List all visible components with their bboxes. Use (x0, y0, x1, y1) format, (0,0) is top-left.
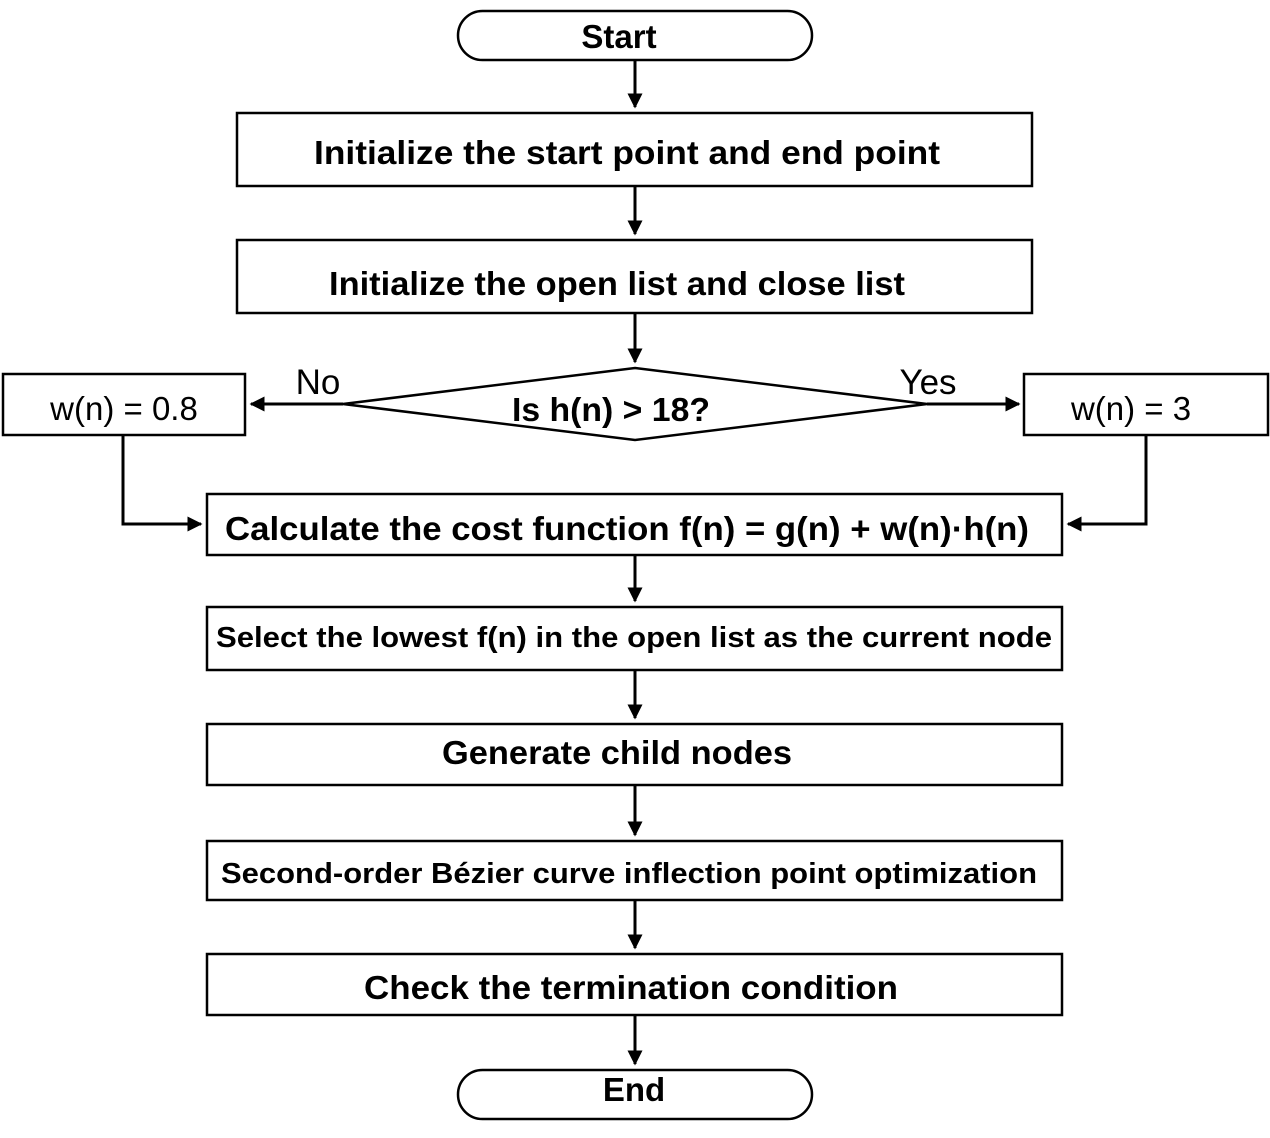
end-label: End (603, 1071, 665, 1108)
end-terminal-shape (456, 1068, 814, 1121)
weight-no-box (1, 372, 247, 437)
connectors (121, 60, 1148, 1066)
node-weight-no: w(n) = 0.8 (1, 372, 247, 437)
init-points-box (235, 111, 1034, 188)
generate-box (205, 722, 1064, 787)
node-decision: Is h(n) > 18? No Yes (296, 363, 957, 442)
bezier-label: Second-order Bézier curve inflection poi… (221, 858, 1037, 890)
check-label: Check the termination condition (364, 969, 898, 1006)
cost-label: Calculate the cost function f(n) = g(n) … (225, 510, 1029, 547)
select-box (205, 605, 1064, 672)
node-weight-yes: w(n) = 3 (1022, 372, 1270, 437)
node-select: Select the lowest f(n) in the open list … (205, 605, 1064, 672)
arrow-yes-to-cost (1066, 435, 1148, 532)
weight-yes-box (1022, 372, 1270, 437)
start-terminal-shape (456, 9, 814, 62)
node-check: Check the termination condition (205, 952, 1064, 1017)
node-bezier: Second-order Bézier curve inflection poi… (205, 839, 1064, 902)
node-generate: Generate child nodes (205, 722, 1064, 787)
weight-no-label: w(n) = 0.8 (49, 390, 198, 427)
node-end: End (456, 1068, 814, 1121)
check-box (205, 952, 1064, 1017)
node-init-points: Initialize the start point and end point (235, 111, 1034, 188)
node-cost: Calculate the cost function f(n) = g(n) … (205, 492, 1064, 557)
init-points-label: Initialize the start point and end point (314, 134, 940, 171)
arrow-no-to-cost (121, 435, 203, 532)
decision-diamond (342, 366, 928, 442)
bezier-box (205, 839, 1064, 902)
select-label: Select the lowest f(n) in the open list … (216, 622, 1052, 654)
init-lists-label: Initialize the open list and close list (329, 265, 905, 302)
weight-yes-label: w(n) = 3 (1070, 390, 1191, 427)
branch-yes-label: Yes (899, 363, 956, 402)
node-init-lists: Initialize the open list and close list (235, 238, 1034, 315)
init-lists-box (235, 238, 1034, 315)
decision-label: Is h(n) > 18? (512, 391, 710, 428)
branch-no-label: No (296, 363, 341, 402)
node-start: Start (456, 9, 814, 62)
generate-label: Generate child nodes (442, 734, 792, 771)
cost-box (205, 492, 1064, 557)
start-label: Start (581, 18, 656, 55)
